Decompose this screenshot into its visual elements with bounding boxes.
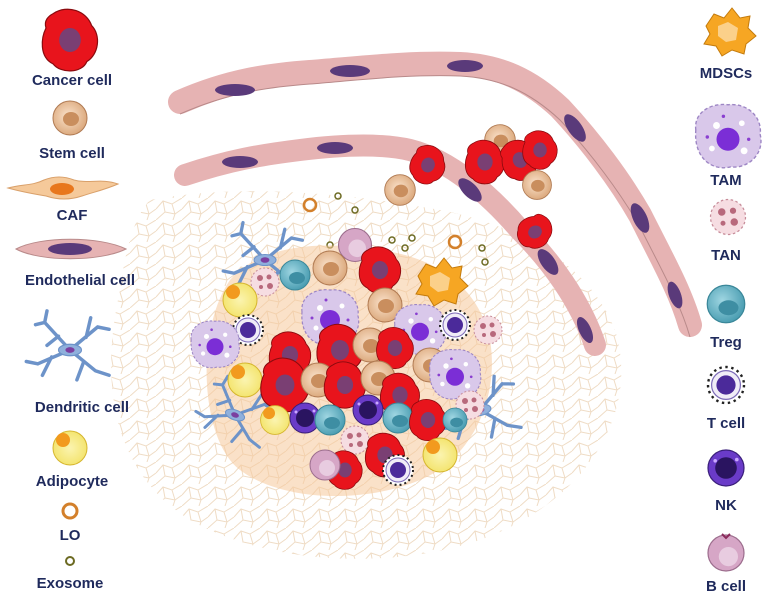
t-cell-icon bbox=[706, 365, 746, 405]
adipocyte-icon bbox=[52, 430, 88, 466]
exosome-icon bbox=[65, 556, 75, 566]
tumor-mass bbox=[188, 220, 524, 497]
label-stem-cell: Stem cell bbox=[39, 145, 105, 162]
label-adipocyte: Adipocyte bbox=[35, 473, 109, 490]
endothelial-vessel-outer bbox=[168, 51, 702, 338]
label-treg: Treg bbox=[710, 334, 742, 351]
label-b-cell: B cell bbox=[705, 578, 747, 595]
label-endothelial-cell: Endothelial cell bbox=[24, 272, 136, 289]
label-lo: LO bbox=[59, 527, 81, 544]
label-tam: TAM bbox=[710, 172, 742, 189]
nk-icon bbox=[707, 449, 745, 487]
blood-vessels bbox=[168, 51, 702, 356]
mdscs-icon bbox=[703, 7, 757, 57]
vesicles bbox=[302, 192, 489, 266]
endothelial-vessel-inner bbox=[174, 134, 606, 356]
label-t-cell: T cell bbox=[706, 415, 746, 432]
label-dendritic-cell: Dendritic cell bbox=[34, 399, 130, 416]
endothelial-cell-icon bbox=[14, 238, 128, 260]
label-mdscs: MDSCs bbox=[699, 65, 753, 82]
treg-icon bbox=[706, 284, 746, 324]
label-tan: TAN bbox=[711, 247, 741, 264]
caf-icon bbox=[6, 176, 120, 200]
b-cell-icon bbox=[707, 533, 745, 572]
legend-left-icons bbox=[6, 8, 128, 566]
stem-cell-icon bbox=[52, 100, 88, 136]
label-exosome: Exosome bbox=[36, 575, 104, 592]
cancer-cell-icon bbox=[41, 8, 99, 72]
lo-icon bbox=[61, 502, 79, 520]
tam-icon bbox=[694, 103, 762, 169]
dendritic-cell-icon bbox=[24, 309, 111, 382]
label-cancer-cell: Cancer cell bbox=[31, 72, 113, 89]
label-nk: NK bbox=[715, 497, 737, 514]
label-caf: CAF bbox=[56, 207, 88, 224]
tan-icon bbox=[709, 198, 747, 236]
legend-right-icons bbox=[694, 7, 762, 572]
